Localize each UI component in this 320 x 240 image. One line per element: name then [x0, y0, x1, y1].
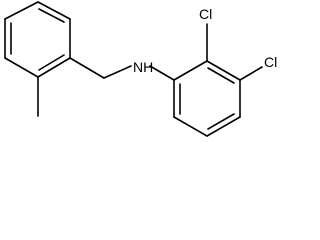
- bond: [206, 116, 241, 137]
- double-bond-inner: [207, 113, 235, 130]
- bond: [37, 1, 71, 20]
- dichlorophenyl-ring: [173, 60, 241, 137]
- double-bond-inner: [38, 8, 65, 23]
- structural-formula: NH Cl Cl: [4, 1, 277, 137]
- bond: [4, 57, 39, 78]
- n-aryl-bond: [149, 65, 175, 81]
- c-cl-bond-right: [239, 66, 263, 81]
- bond: [4, 1, 39, 20]
- chlorine-label-top: Cl: [199, 6, 212, 22]
- double-bond-inner: [38, 54, 65, 71]
- benzyl-ch2-bond: [69, 57, 105, 79]
- bond: [173, 60, 208, 81]
- bond: [206, 60, 241, 81]
- bond: [37, 57, 71, 78]
- double-bond-inner: [207, 67, 235, 84]
- amine-nh-label: NH: [133, 59, 153, 75]
- chlorine-label-right: Cl: [264, 54, 277, 70]
- ch2-n-bond: [103, 65, 132, 79]
- methylbenzyl-ring: [4, 1, 71, 78]
- bond: [173, 116, 208, 137]
